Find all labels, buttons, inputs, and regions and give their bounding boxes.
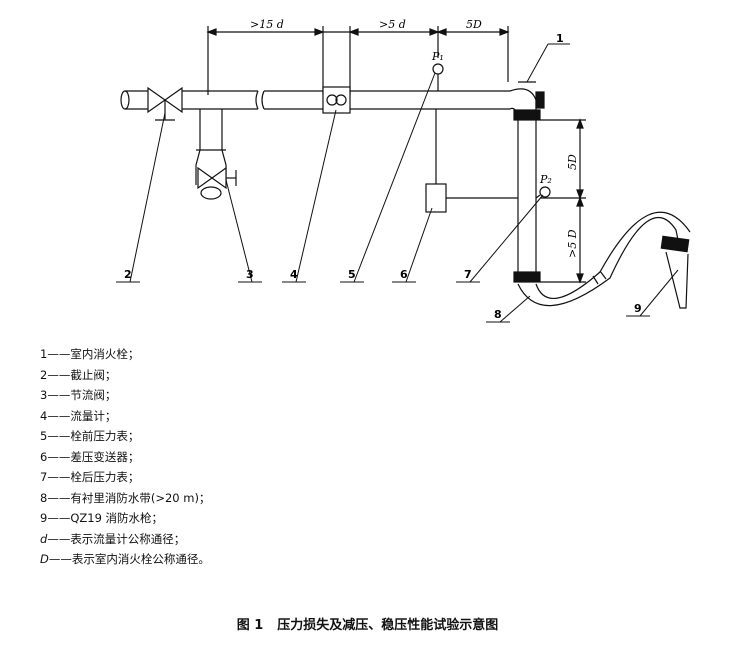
legend-item: 3——节流阀； bbox=[40, 388, 117, 402]
top-dimension-lines bbox=[206, 26, 510, 95]
flowmeter bbox=[322, 86, 351, 114]
legend-item: 7——栓后压力表； bbox=[40, 470, 140, 484]
dim-15d: >15 d bbox=[250, 18, 284, 31]
gauge-p2 bbox=[535, 186, 551, 199]
callout-7: 7 bbox=[464, 268, 472, 281]
legend-item: 1——室内消火栓； bbox=[40, 347, 140, 361]
dp-transmitter bbox=[425, 109, 518, 213]
legend-item: d——表示流量计公称通径； bbox=[40, 531, 186, 546]
dim-5D: 5D bbox=[466, 18, 482, 31]
fire-nozzle bbox=[660, 235, 690, 309]
gauge-p1-label: P₁ bbox=[431, 50, 444, 63]
legend-item: 6——差压变送器； bbox=[40, 449, 140, 464]
gauge-p2-label: P₂ bbox=[539, 173, 552, 186]
dim-side-5D: 5D bbox=[566, 154, 579, 170]
legend-item: 8——有衬里消防水带(>20 m)； bbox=[40, 490, 211, 505]
legend-item: 4——流量计； bbox=[40, 408, 117, 423]
vertical-pipe bbox=[513, 120, 541, 283]
figure-caption: 图 1 压力损失及减压、稳压性能试验示意图 bbox=[0, 614, 735, 633]
legend: 1——室内消火栓； 2——截止阀； 3——节流阀； 4——流量计； 5——栓前压… bbox=[40, 344, 560, 570]
callout-9: 9 bbox=[634, 302, 642, 315]
fire-hose bbox=[517, 211, 691, 307]
legend-item: 9——QZ19 消防水枪； bbox=[40, 511, 164, 525]
figure-number: 图 1 bbox=[236, 618, 264, 633]
dim-side-gt5D: >5 D bbox=[566, 229, 579, 258]
callout-4: 4 bbox=[290, 268, 298, 281]
gauge-p1 bbox=[432, 63, 444, 91]
figure-title: 压力损失及减压、稳压性能试验示意图 bbox=[277, 618, 499, 633]
dim-5d: >5 d bbox=[379, 18, 406, 31]
callout-8: 8 bbox=[494, 308, 502, 321]
legend-item: D——表示室内消火栓公称通径。 bbox=[40, 552, 210, 566]
callout-1: 1 bbox=[556, 32, 564, 45]
legend-item: 2——截止阀； bbox=[40, 367, 117, 382]
callout-leaders bbox=[116, 43, 679, 323]
callout-3: 3 bbox=[246, 268, 254, 281]
throttle-branch bbox=[195, 109, 237, 200]
main-pipe bbox=[120, 90, 510, 110]
stop-valve bbox=[147, 86, 183, 121]
legend-item: 5——栓前压力表； bbox=[40, 429, 140, 443]
test-setup-diagram: >15 d >5 d 5D 5D >5 D P₁ P₂ 1 2 3 4 5 6 … bbox=[116, 18, 691, 323]
callout-5: 5 bbox=[348, 268, 356, 281]
callout-6: 6 bbox=[400, 268, 408, 281]
hydrant-elbow bbox=[509, 81, 545, 121]
side-dimension-lines bbox=[540, 118, 586, 284]
callout-2: 2 bbox=[124, 268, 132, 281]
